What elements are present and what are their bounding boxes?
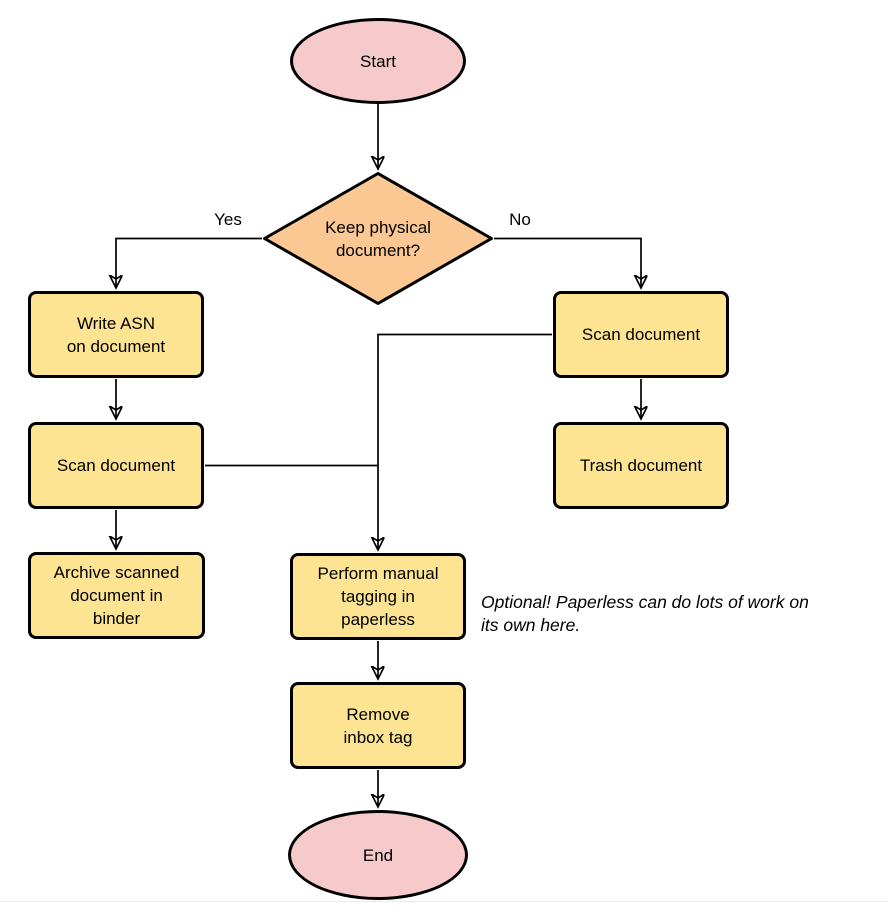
decision-label: Keep physical document? (325, 217, 431, 260)
node-trash-document: Trash document (553, 422, 729, 509)
node-write-asn-on-document: Write ASN on document (28, 291, 204, 378)
edge-label-yes: Yes (214, 210, 242, 229)
edge-label-no: No (509, 210, 531, 229)
bottom-divider (0, 901, 888, 902)
node-keep-physical-document: Keep physical document? (263, 172, 493, 305)
node-remove-inbox-tag: Remove inbox tag (290, 682, 466, 769)
node-end: End (288, 810, 468, 900)
optional-note: Optional! Paperless can do lots of work … (481, 592, 809, 635)
node-start: Start (290, 18, 466, 104)
node-perform-manual-tagging: Perform manual tagging in paperless (290, 553, 466, 640)
node-archive-scanned-document: Archive scanned document in binder (28, 552, 205, 639)
node-scan-document-left: Scan document (28, 422, 204, 509)
decision-diamond-shape (263, 172, 493, 305)
node-scan-document-right: Scan document (553, 291, 729, 378)
